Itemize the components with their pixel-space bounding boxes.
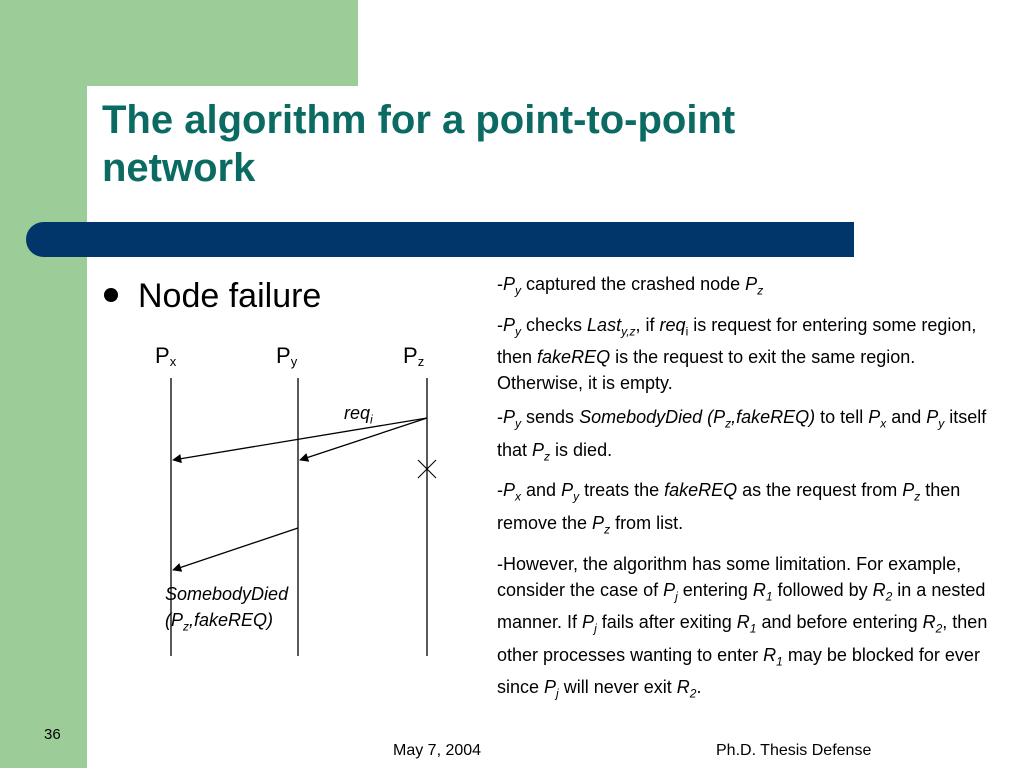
somebody-died-label: SomebodyDied (Pz,fakeREQ) (165, 584, 289, 634)
slide-title: The algorithm for a point-to-point netwo… (102, 98, 736, 190)
crash-x-icon (417, 459, 437, 479)
req-arrow-to-px (172, 417, 428, 464)
decor-green-left (0, 0, 87, 768)
title-underline-bar (26, 222, 854, 257)
decor-rounded-corner (87, 86, 187, 186)
process-label-z: Pz (403, 343, 425, 369)
explanation-notes: -Py captured the crashed node Pz -Py che… (497, 271, 997, 715)
died-arrow-to-px (172, 527, 299, 572)
bullet-dot-icon (104, 288, 118, 302)
note-item: -Py sends SomebodyDied (Pz,fakeREQ) to t… (497, 407, 987, 464)
slide-number: 36 (44, 726, 61, 743)
note-item: -However, the algorithm has some limitat… (497, 553, 988, 701)
bullet-node-failure: Node failure (104, 276, 321, 316)
footer-title: Ph.D. Thesis Defense (716, 742, 872, 759)
note-item: -Py checks Lasty,z, if reqi is request f… (497, 314, 977, 394)
process-label-x: Px (155, 343, 177, 369)
note-item: -Px and Py treats the fakeREQ as the req… (497, 480, 961, 537)
process-label-y: Py (276, 343, 298, 369)
note-item: -Py captured the crashed node Pz (497, 274, 764, 298)
footer-date: May 7, 2004 (393, 742, 482, 759)
req-label: reqi (344, 403, 373, 427)
bullet-text: Node failure (138, 277, 322, 315)
